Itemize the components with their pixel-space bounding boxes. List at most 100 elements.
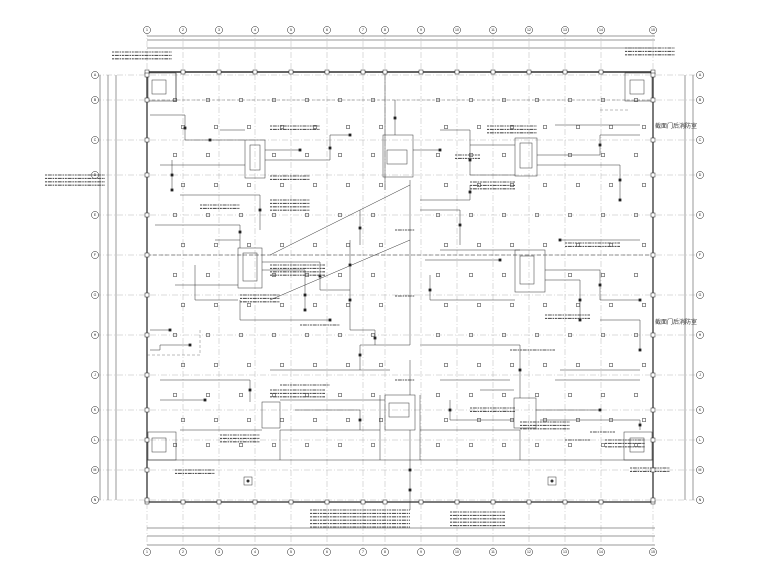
wiring-device — [170, 173, 174, 177]
light-fixture — [444, 125, 448, 129]
light-fixture — [510, 303, 514, 307]
circuit-wiring — [150, 100, 641, 510]
light-fixture — [642, 363, 646, 367]
grid-bubble — [696, 71, 704, 79]
light-fixture — [181, 303, 185, 307]
light-fixture — [576, 183, 580, 187]
column — [650, 437, 656, 443]
wiring-device — [318, 274, 322, 278]
grid-bubble — [696, 466, 704, 474]
electrical-room-e3 — [513, 397, 537, 429]
wiring-device — [168, 328, 172, 332]
grid-bubble-label: 9 — [420, 28, 422, 32]
light-fixture — [601, 98, 605, 102]
wiring-device — [598, 408, 602, 412]
corner-room-se — [623, 431, 653, 461]
wiring-device — [468, 158, 472, 162]
column — [144, 137, 150, 143]
column — [252, 499, 258, 505]
light-fixture — [173, 98, 177, 102]
wiring-device — [248, 388, 252, 392]
grid-bubble-label: 12 — [527, 28, 531, 32]
column — [454, 69, 460, 75]
grid-bubble-label: M — [94, 468, 97, 472]
grid-bubble — [453, 548, 461, 556]
light-fixture — [601, 333, 605, 337]
grid-bubble — [696, 251, 704, 259]
grid-bubble — [287, 26, 295, 34]
grid-bubble — [696, 496, 704, 504]
light-fixture — [436, 273, 440, 277]
light-fixture — [338, 98, 342, 102]
column — [144, 292, 150, 298]
grid-bubble — [597, 548, 605, 556]
light-fixture — [436, 213, 440, 217]
grid-bubble-label: 11 — [491, 550, 495, 554]
column — [650, 212, 656, 218]
light-fixture — [444, 363, 448, 367]
column — [650, 407, 656, 413]
grid-bubble-label: 6 — [326, 28, 328, 32]
grid-bubble-label: 15 — [651, 28, 655, 32]
column — [144, 212, 150, 218]
light-fixture — [502, 98, 506, 102]
circuit-label-blocks — [45, 47, 675, 528]
grid-bubble-label: 8 — [384, 28, 386, 32]
light-fixture — [371, 153, 375, 157]
wiring-device — [638, 423, 642, 427]
grid-bubble-label: J — [94, 373, 96, 377]
light-fixture — [338, 443, 342, 447]
light-fixture — [214, 183, 218, 187]
wiring-device — [188, 343, 192, 347]
light-fixture — [239, 98, 243, 102]
light-fixture — [272, 333, 276, 337]
grid-bubble-label: G — [699, 293, 702, 297]
light-fixture — [469, 443, 473, 447]
light-fixture — [305, 393, 309, 397]
light-fixture — [477, 303, 481, 307]
column — [144, 467, 150, 473]
light-fixture — [609, 418, 613, 422]
wiring-device — [208, 138, 212, 142]
column — [650, 497, 656, 503]
grid-bubble — [179, 26, 187, 34]
grid-bubble — [696, 171, 704, 179]
light-fixture — [313, 363, 317, 367]
wiring-device — [428, 288, 432, 292]
light-fixture — [576, 303, 580, 307]
column — [144, 437, 150, 443]
light-fixture — [469, 213, 473, 217]
grid-bubble-label: 5 — [290, 550, 292, 554]
wiring-device — [638, 348, 642, 352]
annotation-east-room-mid: 截面门后消防室 — [655, 318, 697, 326]
grid-bubble-label: A — [94, 73, 97, 77]
light-fixture — [181, 363, 185, 367]
grid-bubble-label: 8 — [384, 550, 386, 554]
column — [324, 69, 330, 75]
grid-bubble-label: C — [94, 138, 97, 142]
grid-bubble-label: 1 — [146, 28, 148, 32]
light-fixture — [634, 98, 638, 102]
light-fixture — [502, 153, 506, 157]
light-fixture — [568, 153, 572, 157]
grid-bubble-label: 2 — [182, 28, 184, 32]
column — [562, 499, 568, 505]
light-fixture — [634, 273, 638, 277]
grid-bubble — [649, 548, 657, 556]
wiring-device — [558, 238, 562, 242]
light-fixture — [280, 125, 284, 129]
light-fixture — [247, 243, 251, 247]
light-fixture — [568, 333, 572, 337]
column — [650, 252, 656, 258]
light-fixture — [239, 333, 243, 337]
column — [144, 372, 150, 378]
grid-bubble-label: 3 — [218, 550, 220, 554]
grid-bubble — [381, 26, 389, 34]
light-fixture — [502, 393, 506, 397]
grid-bubble — [91, 291, 99, 299]
light-fixture — [543, 303, 547, 307]
grid-bubble — [489, 26, 497, 34]
light-fixture — [379, 125, 383, 129]
column — [650, 97, 656, 103]
column — [144, 332, 150, 338]
